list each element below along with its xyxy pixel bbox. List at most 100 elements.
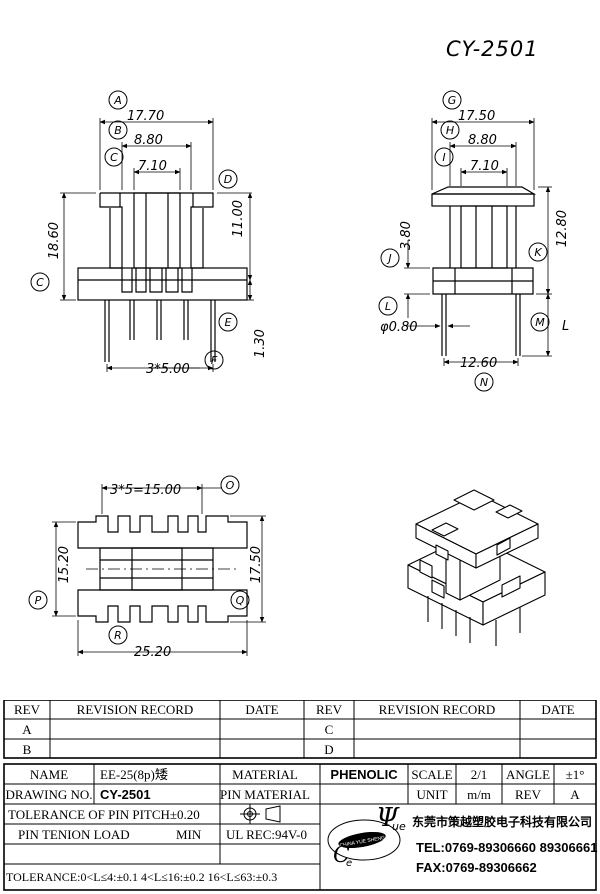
circle-f: F bbox=[204, 350, 224, 370]
circle-p-letter: P bbox=[35, 594, 42, 607]
circle-c: C bbox=[104, 147, 124, 167]
dim-c2-value: 18.60 bbox=[47, 222, 62, 259]
dim-j-value: 3.80 bbox=[399, 221, 414, 250]
angle-value: ±1° bbox=[566, 767, 585, 782]
rev-a: A bbox=[22, 722, 32, 737]
front-view bbox=[77, 192, 248, 362]
circle-l: L bbox=[378, 296, 398, 316]
scale-label: SCALE bbox=[411, 767, 452, 782]
dim-p-value: 15.20 bbox=[57, 546, 72, 583]
date-header-right: DATE bbox=[541, 702, 574, 717]
circle-i-letter: I bbox=[442, 151, 445, 164]
material-value: PHENOLIC bbox=[330, 767, 398, 782]
circle-r-letter: R bbox=[114, 629, 122, 642]
dim-q-value: 17.50 bbox=[249, 546, 264, 583]
circle-g-letter: G bbox=[448, 94, 457, 107]
circle-c2: C bbox=[30, 272, 50, 292]
circle-h: H bbox=[440, 120, 460, 140]
logo-ue-icon: ue bbox=[392, 820, 406, 833]
revision-record-header-right: REVISION RECORD bbox=[379, 702, 496, 717]
front-view-labels: 17.70 8.80 7.10 11.00 18.60 1.30 3*5.00 … bbox=[30, 90, 268, 377]
revision-record-header-left: REVISION RECORD bbox=[77, 702, 194, 717]
rev-label: REV bbox=[515, 787, 542, 802]
circle-a-letter: A bbox=[113, 94, 122, 107]
dim-g-value: 17.50 bbox=[458, 109, 495, 124]
date-header-left: DATE bbox=[245, 702, 278, 717]
side-view bbox=[431, 186, 537, 356]
top-view-dimensions bbox=[52, 484, 266, 656]
pin-material-label: PIN MATERIAL bbox=[220, 787, 310, 802]
min-label: MIN bbox=[176, 827, 202, 842]
circle-o-letter: O bbox=[226, 479, 235, 492]
dim-d-value: 11.00 bbox=[231, 200, 246, 237]
front-view-dimensions bbox=[60, 118, 254, 372]
top-view-labels: 3*5=15.00 15.20 17.50 25.20 O P Q R bbox=[28, 475, 264, 660]
dim-e-value: 1.30 bbox=[253, 329, 268, 358]
rev-b: B bbox=[23, 742, 32, 757]
circle-e-letter: E bbox=[225, 316, 232, 329]
rev-header-right: REV bbox=[316, 702, 343, 717]
circle-n: N bbox=[474, 372, 494, 392]
rev-value: A bbox=[570, 787, 580, 802]
company-fax: FAX:0769-89306662 bbox=[416, 860, 537, 875]
circle-n-letter: N bbox=[480, 376, 488, 389]
circle-k-letter: K bbox=[534, 246, 542, 259]
unit-label: UNIT bbox=[416, 787, 447, 802]
dim-b-value: 8.80 bbox=[134, 133, 163, 148]
circle-j-letter: J bbox=[386, 252, 391, 265]
dim-r-value: 25.20 bbox=[134, 645, 171, 660]
circle-j: J bbox=[380, 248, 400, 268]
side-view-dimensions bbox=[404, 118, 552, 366]
circle-m: M bbox=[530, 312, 550, 332]
dim-o-value: 3*5=15.00 bbox=[110, 483, 181, 498]
title-block: REV REVISION RECORD DATE REV REVISION RE… bbox=[3, 700, 597, 891]
dim-k-value: 12.80 bbox=[555, 210, 570, 247]
drawing-no-value: CY-2501 bbox=[100, 787, 151, 802]
circle-e: E bbox=[218, 312, 238, 332]
company-tel: TEL:0769-89306660 89306661 bbox=[416, 840, 597, 855]
circle-k: K bbox=[528, 242, 548, 262]
side-view-labels: 17.50 8.80 7.10 3.80 12.80 φ0.80 L 12.60… bbox=[378, 90, 570, 392]
name-label: NAME bbox=[30, 767, 68, 782]
circle-h-letter: H bbox=[446, 124, 454, 137]
logo-c-icon: C bbox=[333, 843, 350, 868]
circle-q: Q bbox=[230, 590, 250, 610]
dim-c-value: 7.10 bbox=[138, 159, 167, 174]
isometric-bobbin-view bbox=[407, 489, 546, 646]
name-value: EE-25(8p)矮 bbox=[100, 767, 168, 782]
rev-d: D bbox=[324, 742, 333, 757]
circle-o: O bbox=[220, 475, 240, 495]
company-logo: CHINA YUE SHENG Ψ ue C e bbox=[327, 803, 406, 869]
logo-e-icon: e bbox=[346, 858, 352, 869]
tolerance-note: TOLERANCE:0<L≤4:±0.1 4<L≤16:±0.2 16<L≤63… bbox=[6, 870, 277, 884]
pin-tension-label: PIN TENION LOAD bbox=[18, 827, 130, 842]
circle-c-letter: C bbox=[110, 151, 118, 164]
circle-d-letter: D bbox=[224, 173, 232, 186]
logo-psi-icon: Ψ bbox=[376, 803, 400, 833]
ul-rec: UL REC:94V-0 bbox=[226, 827, 307, 842]
material-label: MATERIAL bbox=[232, 767, 298, 782]
circle-g: G bbox=[442, 90, 462, 110]
scale-value: 2/1 bbox=[471, 767, 488, 782]
dim-n-value: 12.60 bbox=[460, 356, 497, 371]
dim-f-value: 3*5.00 bbox=[146, 362, 190, 377]
rev-c: C bbox=[325, 722, 334, 737]
engineering-drawing: CY-2501 bbox=[28, 37, 570, 660]
circle-b: B bbox=[108, 120, 128, 140]
part-number-title: CY-2501 bbox=[446, 37, 539, 61]
circle-i: I bbox=[434, 147, 454, 167]
circle-p: P bbox=[28, 590, 48, 610]
rev-header-left: REV bbox=[14, 702, 41, 717]
dim-m-value: L bbox=[562, 319, 569, 334]
circle-a: A bbox=[108, 90, 128, 110]
pin-pitch-tolerance: TOLERANCE OF PIN PITCH±0.20 bbox=[8, 807, 200, 822]
top-view bbox=[77, 515, 248, 623]
dim-i-value: 7.10 bbox=[470, 159, 499, 174]
dim-a-value: 17.70 bbox=[127, 109, 164, 124]
circle-r: R bbox=[108, 625, 128, 645]
unit-value: m/m bbox=[467, 787, 491, 802]
angle-label: ANGLE bbox=[506, 767, 550, 782]
dim-l-value: φ0.80 bbox=[380, 320, 418, 335]
circle-m-letter: M bbox=[535, 316, 545, 329]
circle-b-letter: B bbox=[114, 124, 122, 137]
